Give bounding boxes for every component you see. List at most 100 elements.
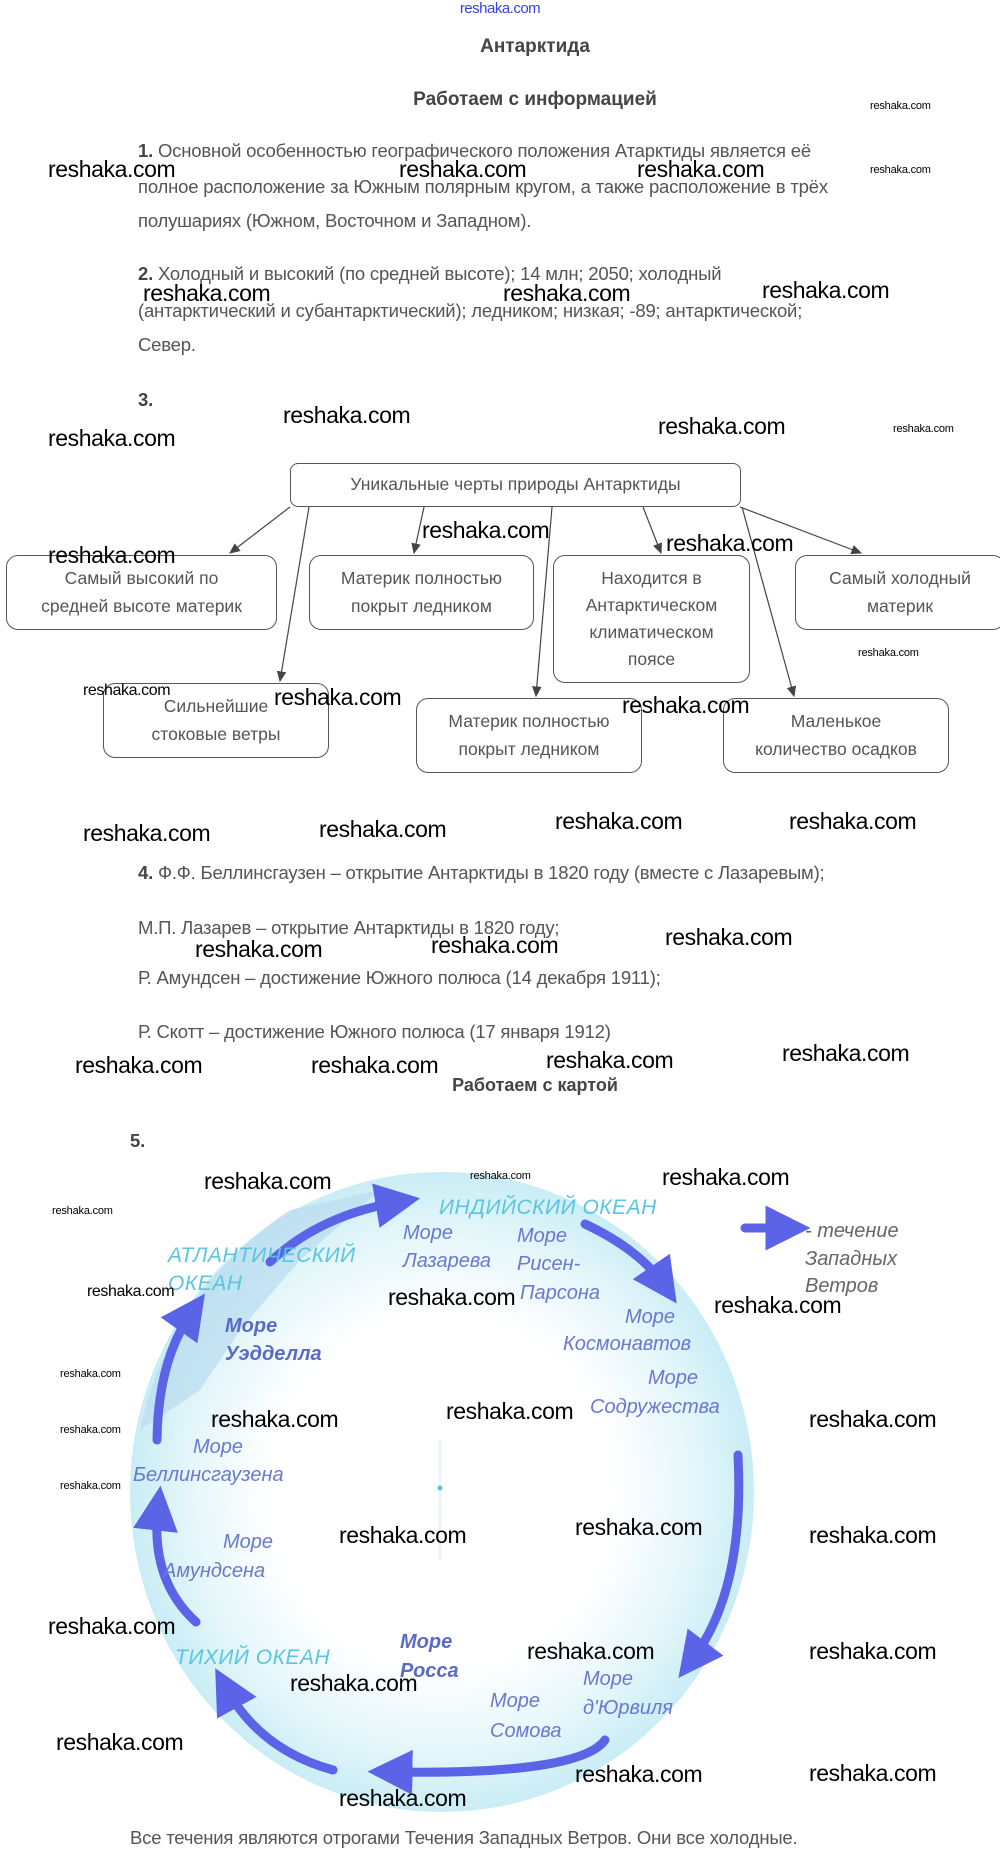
watermark: reshaka.com xyxy=(83,682,171,699)
watermark: reshaka.com xyxy=(87,1283,175,1300)
watermark: reshaka.com xyxy=(762,277,890,303)
text-line: Север. xyxy=(138,334,196,355)
sea-label: Море xyxy=(490,1690,540,1712)
sea-label: Лазарева xyxy=(401,1250,491,1272)
watermark: reshaka.com xyxy=(870,100,931,112)
conclusion-text: Все течения являются отрогами Течения За… xyxy=(130,1827,798,1848)
diagram-box: Материк полностью покрыт ледником xyxy=(416,698,642,773)
text-line: Р. Скотт – достижение Южного полюса (17 … xyxy=(138,1021,611,1042)
box-label: средней высоте материк xyxy=(41,595,242,616)
watermark: reshaka.com xyxy=(446,1398,574,1424)
box-label: Самый холодный xyxy=(829,568,971,589)
box-label: Сильнейшие xyxy=(163,696,269,717)
watermark: reshaka.com xyxy=(283,402,411,428)
watermark: reshaka.com xyxy=(143,280,271,306)
section-heading-map: Работаем с картой xyxy=(452,1075,618,1095)
watermark: reshaka.com xyxy=(48,542,176,568)
watermark: reshaka.com xyxy=(274,684,402,710)
answer-number: 2. xyxy=(138,263,154,284)
sea-label: Содружества xyxy=(590,1396,720,1418)
box-label: климатическом xyxy=(589,622,714,642)
answer-number: 5. xyxy=(130,1130,146,1151)
sea-label: Море xyxy=(517,1225,567,1247)
box-label: покрыт ледником xyxy=(351,595,492,616)
watermark: reshaka.com xyxy=(339,1785,467,1811)
watermark: reshaka.com xyxy=(56,1729,184,1755)
watermark: reshaka.com xyxy=(52,1205,113,1217)
legend-label: Западных xyxy=(805,1248,898,1270)
arrow xyxy=(532,506,553,698)
box-label: количество осадков xyxy=(755,738,917,759)
ocean-label: ИНДИЙСКИЙ ОКЕАН xyxy=(439,1196,657,1219)
box-label: покрыт ледником xyxy=(458,738,600,759)
sea-label: Беллинсгаузена xyxy=(133,1464,284,1486)
watermark: reshaka.com xyxy=(809,1522,937,1548)
watermark: reshaka.com xyxy=(893,423,954,435)
watermark: reshaka.com xyxy=(60,1424,121,1436)
current-arrow xyxy=(215,1668,338,1775)
ocean-area xyxy=(130,1172,754,1812)
watermark: reshaka.com xyxy=(83,820,211,846)
sea-label: Море xyxy=(583,1668,633,1690)
watermark: reshaka.com xyxy=(211,1406,339,1432)
sea-label: Море xyxy=(193,1436,243,1458)
weddell-shading xyxy=(140,1190,380,1430)
sea-label: Сомова xyxy=(490,1720,562,1742)
watermark: reshaka.com xyxy=(48,425,176,451)
box-label: Маленькое xyxy=(790,711,882,732)
diagram-box: Маленькое количество осадков xyxy=(723,698,949,773)
text-line: Холодный и высокий (по средней высоте); … xyxy=(157,263,722,284)
section-heading-info: Работаем с информацией xyxy=(413,89,657,110)
current-arrow xyxy=(133,1485,201,1627)
box-label: стоковые ветры xyxy=(151,723,281,744)
box-label: поясе xyxy=(627,649,676,670)
current-arrow xyxy=(678,1450,744,1678)
box-label: Материк полностью xyxy=(448,711,610,732)
sea-label: Уэдделла xyxy=(225,1343,322,1365)
watermark: reshaka.com xyxy=(195,936,323,962)
current-arrow xyxy=(367,1735,610,1795)
box-label: Уникальные черты природы Антарктиды xyxy=(350,474,681,495)
sea-label: Космонавтов xyxy=(563,1333,691,1355)
watermark: reshaka.com xyxy=(388,1284,516,1310)
watermark: reshaka.com xyxy=(546,1047,674,1073)
sea-label: Море xyxy=(648,1367,698,1389)
box-label: Антарктическом xyxy=(585,594,718,615)
watermark: reshaka.com xyxy=(858,647,919,659)
current-arrow xyxy=(580,1219,677,1304)
arrow xyxy=(229,506,291,554)
watermark: reshaka.com xyxy=(666,530,794,556)
sea-label: Море xyxy=(400,1631,452,1653)
text-line: полное расположение за Южным полярным кр… xyxy=(138,176,828,197)
watermark: reshaka.com xyxy=(470,1170,531,1182)
watermark: reshaka.com xyxy=(48,1613,176,1639)
sea-label: д'Юрвиля xyxy=(583,1697,673,1719)
box-label: материк xyxy=(866,595,934,616)
watermark: reshaka.com xyxy=(311,1052,439,1078)
watermark: reshaka.com xyxy=(319,816,447,842)
arrow xyxy=(642,506,662,555)
page-title: Антарктида xyxy=(480,36,590,57)
legend-label: Ветров xyxy=(805,1275,878,1297)
watermark: reshaka.com xyxy=(48,156,176,182)
legend-label: - течение xyxy=(805,1220,899,1242)
watermark: reshaka.com xyxy=(60,1480,121,1492)
answer-number: 1. xyxy=(138,140,154,161)
watermark: reshaka.com xyxy=(809,1638,937,1664)
watermark: reshaka.com xyxy=(809,1760,937,1786)
watermark: reshaka.com xyxy=(60,1368,121,1380)
text-line: Р. Амундсен – достижение Южного полюса (… xyxy=(138,967,661,988)
watermark: reshaka.com xyxy=(75,1052,203,1078)
sea-label: Море xyxy=(403,1222,453,1244)
sea-label: Амундсена xyxy=(162,1560,265,1582)
text-line: полушариях (Южном, Восточном и Западном)… xyxy=(138,210,532,231)
top-site-link[interactable]: reshaka.com xyxy=(459,0,541,17)
diagram-box: Сильнейшие стоковые ветры xyxy=(103,683,329,758)
sea-label: Море xyxy=(225,1315,277,1337)
watermark: reshaka.com xyxy=(662,1164,790,1190)
sea-label: Росса xyxy=(400,1660,459,1682)
current-arrow xyxy=(152,1293,205,1445)
current-arrow xyxy=(265,1183,421,1267)
